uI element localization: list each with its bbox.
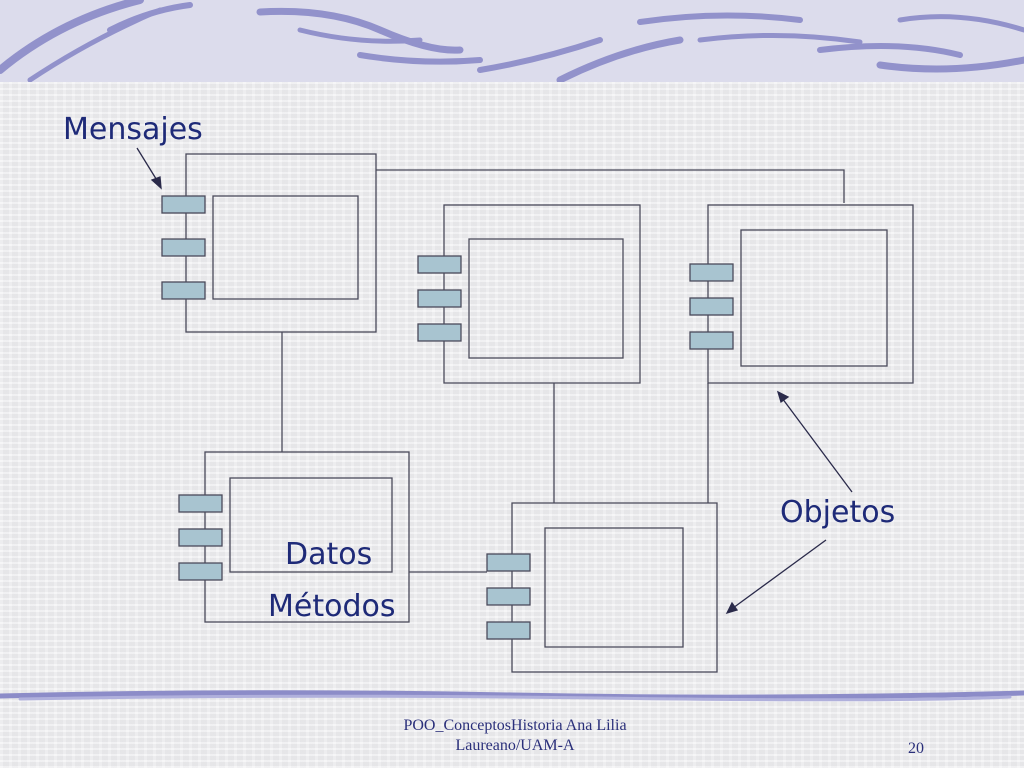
mensajes-arrow (136, 147, 159, 183)
objetos-arrowhead-up (776, 390, 790, 404)
message-port (417, 289, 462, 308)
message-port (161, 238, 206, 257)
message-port (178, 562, 223, 581)
footer-credit: POO_ConceptosHistoria Ana Lilia Laureano… (350, 716, 680, 756)
message-port (689, 331, 734, 350)
page-number: 20 (908, 740, 924, 757)
message-port (161, 195, 206, 214)
object-inner-box (544, 527, 684, 648)
object-box (443, 204, 641, 384)
object-box (707, 204, 914, 384)
message-port (689, 263, 734, 282)
object-inner-box (212, 195, 359, 300)
decorative-footer-rule (0, 690, 1024, 702)
mensajes-label: Mensajes (63, 112, 203, 147)
objetos-arrowhead-down (725, 601, 739, 615)
decorative-banner (0, 0, 1024, 84)
banner-swirls (0, 0, 1024, 84)
message-port (178, 494, 223, 513)
mensajes-arrowhead (150, 176, 162, 190)
message-port (689, 297, 734, 316)
metodos-label: Métodos (268, 589, 396, 624)
message-port (161, 281, 206, 300)
message-port (178, 528, 223, 547)
footer-credit-line2: Laureano/UAM-A (455, 737, 575, 754)
object-inner-box (468, 238, 624, 359)
objetos-arrow-down (732, 539, 827, 609)
message-port (486, 553, 531, 572)
datos-label: Datos (285, 537, 373, 572)
footer-credit-line1: POO_ConceptosHistoria Ana Lilia (403, 717, 627, 734)
message-port (417, 255, 462, 274)
message-port (486, 587, 531, 606)
objetos-arrow-up (781, 397, 853, 493)
connector-top (376, 169, 845, 203)
object-inner-box (740, 229, 888, 367)
message-port (486, 621, 531, 640)
objetos-label: Objetos (780, 495, 896, 530)
message-port (417, 323, 462, 342)
object-inner-box (229, 477, 393, 573)
object-box (185, 153, 377, 333)
